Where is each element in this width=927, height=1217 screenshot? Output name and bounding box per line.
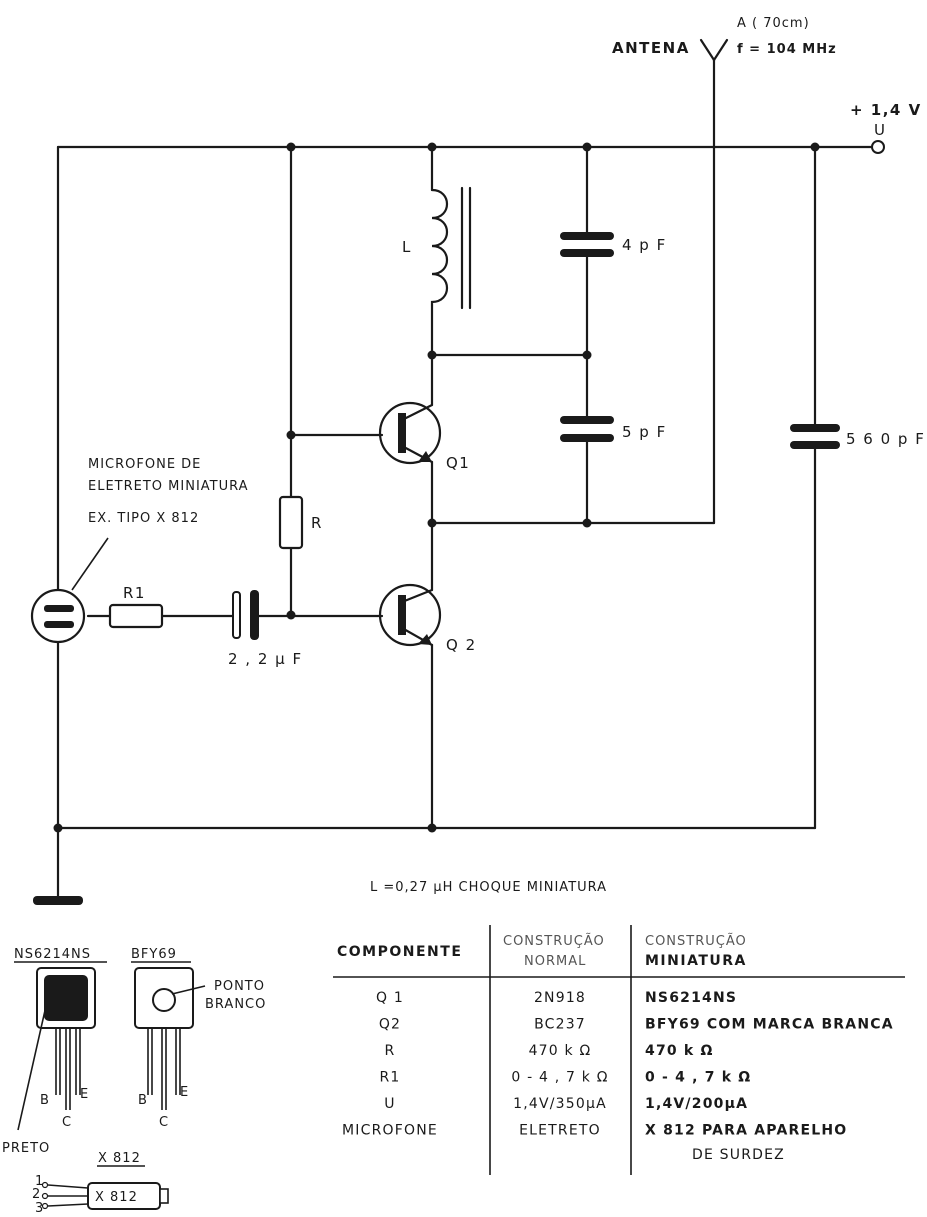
capacitor-2-2uf-label: 2 , 2 µ F	[228, 650, 303, 668]
package-x812-pin2: 2	[32, 1187, 41, 1202]
table-cell-r0-c0: Q 1	[376, 990, 404, 1006]
ground-symbol	[33, 896, 83, 905]
capacitor-4pf	[560, 232, 614, 257]
table-cell-r4-c2: 1,4V/200µA	[645, 1096, 748, 1112]
resistor-r1	[108, 603, 164, 629]
table-cell-r0-c2: NS6214NS	[645, 990, 737, 1006]
capacitor-2-2uf	[232, 590, 259, 640]
package-bfy-pin-b: B	[138, 1093, 148, 1108]
supply-voltage: + 1,4 V	[850, 101, 922, 119]
table-cell-r5-c2: X 812 PARA APARELHO	[645, 1123, 847, 1139]
package-ns-pin-b: B	[40, 1093, 50, 1108]
q1-label: Q1	[446, 454, 470, 472]
package-ns-title: NS6214NS	[14, 947, 91, 962]
table-rows: Q 1 2N918 NS6214NS Q2 BC237 BFY69 COM MARCA B…	[342, 990, 894, 1139]
capacitor-560pf-label: 5 6 0 p F	[846, 430, 925, 448]
transistor-q1	[378, 401, 442, 465]
resistor-r-label: R	[311, 514, 323, 532]
table-cell-r0-c1: 2N918	[534, 990, 586, 1006]
capacitor-5pf	[560, 416, 614, 442]
inductor-label: L	[402, 238, 412, 256]
resistor-r	[278, 495, 304, 550]
table-cell-r3-c1: 0 - 4 , 7 k Ω	[511, 1070, 608, 1086]
table-cell-r1-c0: Q2	[379, 1017, 401, 1033]
junction-dots	[53, 142, 820, 833]
table-cell-r2-c0: R	[385, 1043, 396, 1059]
package-x812-pin3: 3	[35, 1201, 44, 1216]
table-header-mini-2: MINIATURA	[645, 953, 747, 969]
package-x812-title: X 812	[98, 1151, 141, 1166]
package-ns-pin-c: C	[62, 1115, 72, 1130]
package-bfy-mark-1: PONTO	[214, 979, 265, 994]
table-row-continuation: DE SURDEZ	[692, 1147, 785, 1163]
antenna-symbol	[699, 38, 729, 62]
supply-terminal-label: U	[874, 121, 886, 139]
inductor-note: L =0,27 µH CHOQUE MINIATURA	[370, 880, 607, 895]
mic-label-line3: EX. TIPO X 812	[88, 511, 199, 526]
table-header-normal-1: CONSTRUÇÃO	[503, 933, 605, 949]
table-cell-r2-c1: 470 k Ω	[529, 1043, 592, 1059]
package-bfy-pin-c: C	[159, 1115, 169, 1130]
antenna-label: ANTENA	[612, 39, 690, 57]
table-header-normal-2: NORMAL	[524, 954, 586, 969]
table-cell-r4-c0: U	[384, 1096, 395, 1112]
antenna-frequency: f = 104 MHz	[737, 42, 837, 57]
component-table	[333, 925, 905, 1175]
table-cell-r1-c2: BFY69 COM MARCA BRANCA	[645, 1017, 894, 1033]
package-x812	[41, 1165, 169, 1210]
supply-terminal	[871, 140, 885, 154]
package-bfy-pin-e: E	[180, 1085, 189, 1100]
table-cell-r2-c2: 470 k Ω	[645, 1043, 714, 1059]
microphone-symbol	[30, 537, 109, 644]
table-cell-r3-c2: 0 - 4 , 7 k Ω	[645, 1070, 751, 1086]
capacitor-560pf	[790, 424, 840, 449]
q2-label: Q 2	[446, 636, 477, 654]
table-cell-r5-c0: MICROFONE	[342, 1123, 438, 1139]
package-ns6214ns	[14, 961, 107, 1131]
table-cell-r3-c0: R1	[379, 1070, 400, 1086]
mic-label-line2: ELETRETO MINIATURA	[88, 479, 249, 494]
package-x812-pin1: 1	[35, 1174, 44, 1189]
package-bfy-title: BFY69	[131, 947, 177, 962]
table-header-mini-1: CONSTRUÇÃO	[645, 933, 747, 949]
resistor-r1-label: R1	[123, 584, 146, 602]
table-header-component: COMPONENTE	[337, 944, 462, 960]
capacitor-4pf-label: 4 p F	[622, 236, 667, 254]
package-bfy-mark-2: BRANCO	[205, 997, 266, 1012]
inductor-symbol	[430, 186, 472, 310]
mic-label-line1: MICROFONE DE	[88, 457, 201, 472]
table-cell-r4-c1: 1,4V/350µA	[513, 1096, 607, 1112]
package-ns-mark: PRETO	[2, 1141, 50, 1156]
package-x812-body: X 812	[95, 1190, 138, 1205]
package-ns-pin-e: E	[80, 1087, 89, 1102]
table-cell-r5-c1: ELETRETO	[519, 1123, 601, 1139]
package-bfy69	[131, 961, 206, 1110]
transistor-q2	[378, 583, 442, 647]
antenna-length: A ( 70cm)	[737, 16, 810, 31]
wiring	[56, 58, 874, 900]
table-cell-r1-c1: BC237	[534, 1017, 586, 1033]
capacitor-5pf-label: 5 p F	[622, 423, 667, 441]
